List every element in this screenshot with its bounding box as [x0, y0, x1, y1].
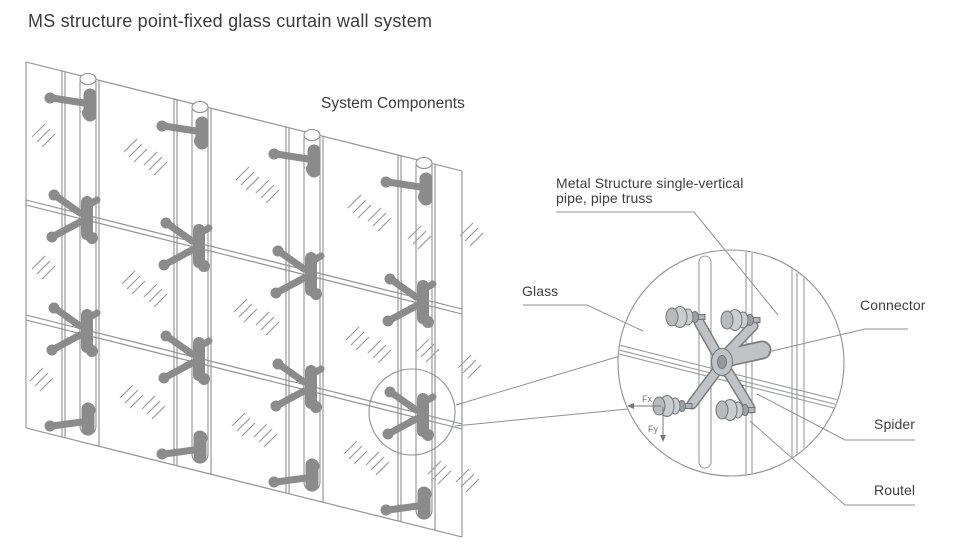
connector-leader-line: [767, 328, 908, 353]
glass-leader-line: [523, 304, 644, 332]
page-title: MS structure point-fixed glass curtain w…: [28, 11, 433, 31]
force-y-label: Fy: [648, 424, 658, 434]
metal-structure-label-line1: Metal Structure single-vertical: [556, 175, 744, 191]
wall-column: [254, 127, 371, 502]
wall-bottom-edge: [25, 427, 463, 538]
connector-label: Connector: [860, 297, 926, 313]
spider-label: Spider: [874, 416, 916, 432]
wall-column: [30, 71, 147, 446]
routel-label: Routel: [874, 482, 916, 498]
leader-lines: [523, 211, 915, 506]
wall-column: [366, 155, 483, 530]
detail-indicator-circle: [368, 368, 456, 456]
components-subtitle: System Components: [321, 95, 465, 112]
detail-link-lines: [454, 355, 629, 427]
force-arrows: Fx Fy: [627, 394, 666, 442]
spider-fitting-detail: [652, 306, 772, 421]
force-x-label: Fx: [642, 394, 652, 404]
spider-leader-line: [756, 393, 915, 441]
routel-leader-line: [749, 420, 915, 506]
metal-structure-leader-line: [556, 211, 779, 316]
glass-label: Glass: [522, 283, 559, 299]
metal-structure-label: Metal Structure single-vertical pipe, pi…: [556, 176, 744, 206]
metal-structure-label-line2: pipe, pipe truss: [556, 190, 653, 206]
spider-arms-fill: [688, 318, 770, 412]
connector-fill: [723, 342, 770, 365]
glass-wall-drawing: [25, 61, 483, 538]
spider-hub-bore: [717, 355, 727, 369]
wall-column: [142, 99, 259, 474]
